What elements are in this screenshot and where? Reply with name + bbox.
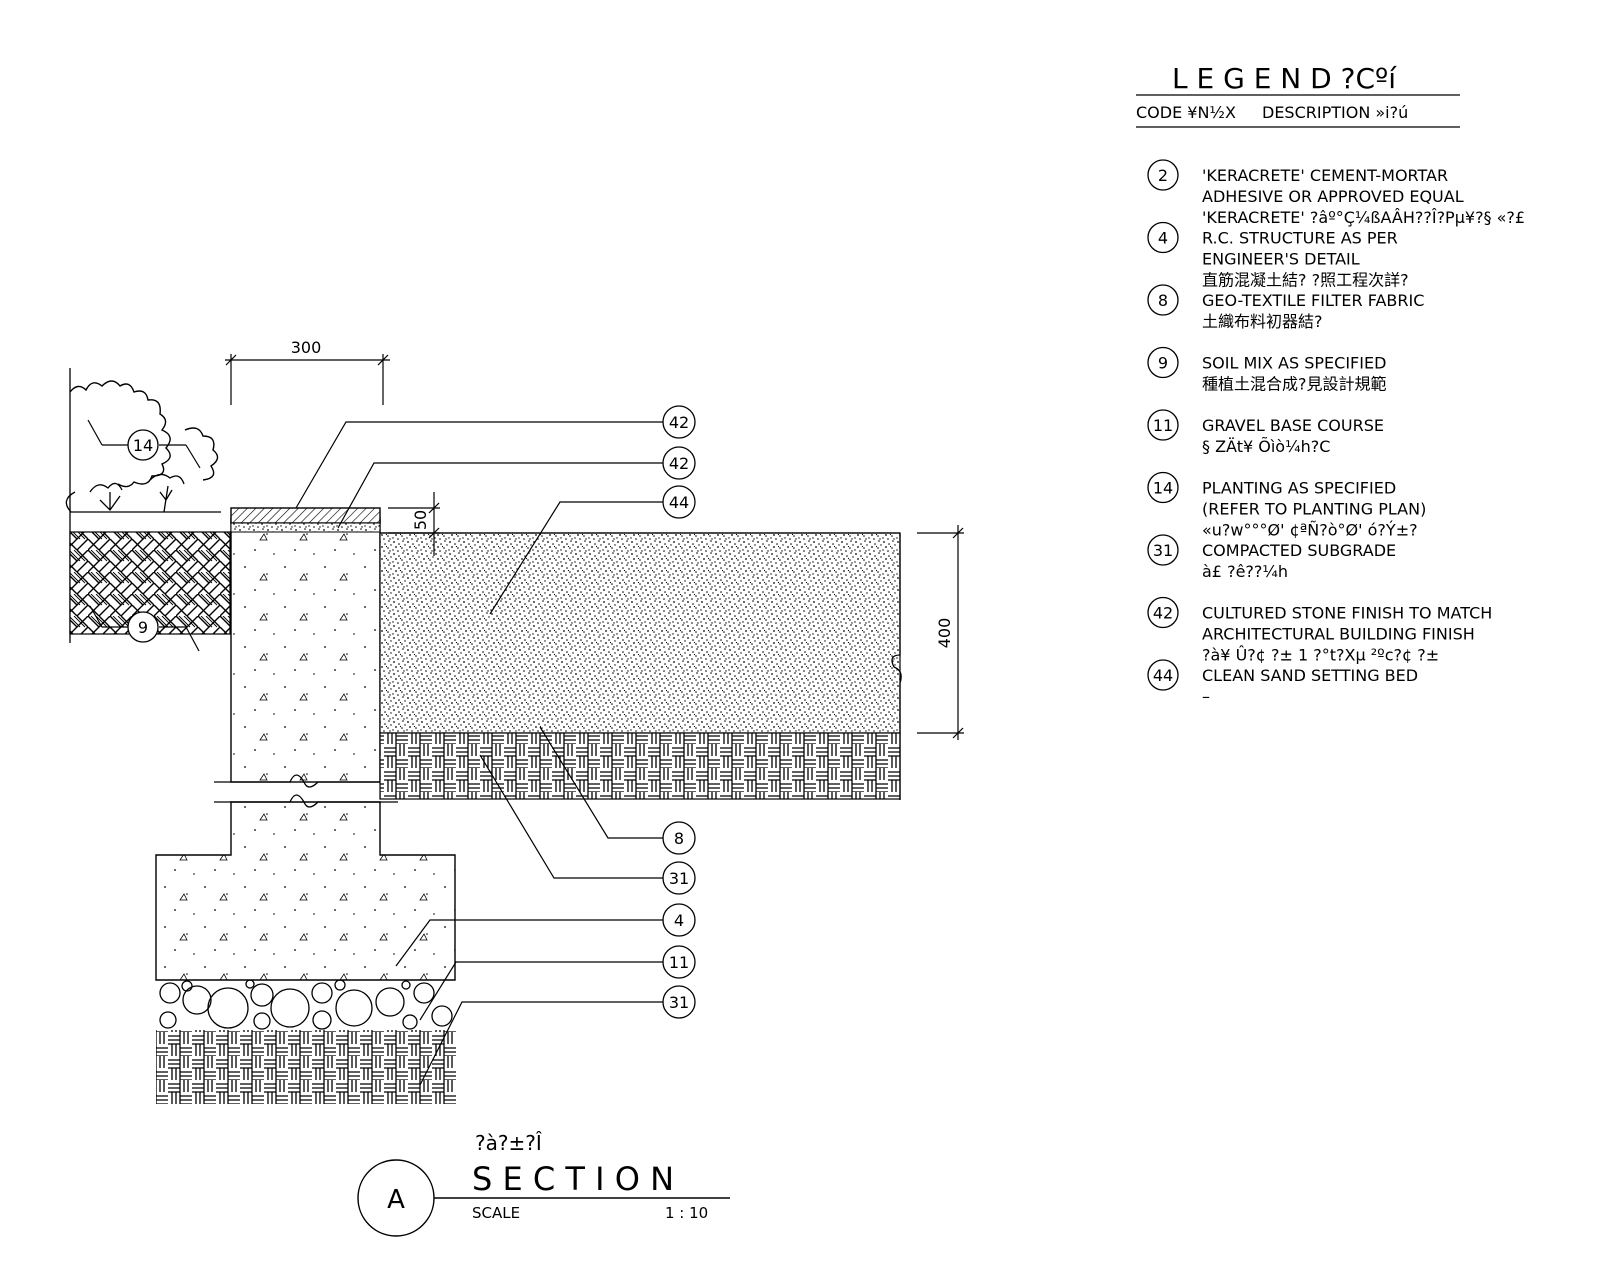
legend-code-bubble <box>1147 221 1179 254</box>
sand-setting-bed <box>379 532 902 800</box>
legend-code: 14 <box>1153 479 1173 498</box>
legend-description-line: GEO-TEXTILE FILTER FABRIC <box>1202 291 1424 310</box>
scale-value: 1 : 10 <box>665 1204 708 1222</box>
dimension-300 <box>225 354 390 405</box>
legend-code: 11 <box>1153 416 1173 435</box>
legend-description-line: à£ ?ê??¼h <box>1202 562 1288 581</box>
dimension-50-label: 50 <box>411 510 430 530</box>
section-marker-letter: A <box>387 1185 405 1215</box>
legend-items: 2 'KERACRETE' CEMENT-MORTAR ADHESIVE OR AP… <box>1147 159 1525 706</box>
legend-code-bubble <box>1147 596 1179 629</box>
legend-description-line: 土織布料初器結? <box>1202 312 1323 331</box>
legend-item-31: 31 COMPACTED SUBGRADE à£ ?ê??¼h <box>1147 534 1396 581</box>
legend-description-line: GRAVEL BASE COURSE <box>1202 416 1384 435</box>
legend-description-line: CULTURED STONE FINISH TO MATCH <box>1202 604 1492 623</box>
callout-31-a: 31 <box>662 861 696 895</box>
legend-code-bubble <box>1147 409 1179 441</box>
gravel-base <box>156 979 456 1030</box>
legend-item-2: 2 'KERACRETE' CEMENT-MORTAR ADHESIVE OR AP… <box>1147 159 1525 227</box>
legend-code: 9 <box>1158 354 1168 373</box>
legend-description-line: – <box>1202 687 1210 706</box>
svg-text:42: 42 <box>669 413 689 432</box>
legend-code-bubble <box>1147 346 1179 379</box>
callout-11: 11 <box>662 945 696 979</box>
rc-structure <box>155 507 456 981</box>
legend-description-line: ?à¥ Û?¢ ?± 1 ?°t?Xµ ²ºc?¢ ?± <box>1202 646 1439 665</box>
legend-item-9: 9 SOIL MIX AS SPECIFIED 種植土混合成?見設計規範 <box>1147 346 1387 394</box>
scale-label: SCALE <box>472 1204 520 1222</box>
svg-text:14: 14 <box>133 436 153 455</box>
legend-code-header: CODE ¥N½X <box>1136 103 1236 122</box>
legend-item-14: 14 PLANTING AS SPECIFIED (REFER TO PLANTIN… <box>1147 471 1426 540</box>
callout-31-b: 31 <box>662 985 696 1019</box>
legend-description-line: «u?w°°°Ø' ¢ªÑ?ò°Ø' ó?Ý±? <box>1202 521 1418 540</box>
legend-description-line: CLEAN SAND SETTING BED <box>1202 666 1418 685</box>
dimension-400 <box>917 525 964 740</box>
svg-text:31: 31 <box>669 869 689 888</box>
legend-code-bubble <box>1147 159 1179 191</box>
dimension-300-label: 300 <box>291 338 322 357</box>
callout-leaders <box>295 421 663 1086</box>
callout-8: 8 <box>662 821 696 855</box>
legend-item-11: 11 GRAVEL BASE COURSE § ZÄt¥ Õìò¼h?C <box>1147 409 1384 456</box>
legend-description-line: ENGINEER'S DETAIL <box>1202 250 1360 269</box>
svg-text:31: 31 <box>669 993 689 1012</box>
legend-description-line: 'KERACRETE' ?âº°Ç¼ßAÂH??Î?Pµ¥?§ «?£ <box>1202 208 1525 227</box>
legend-description-header: DESCRIPTION »i?ú <box>1262 103 1408 122</box>
legend-description-line: R.C. STRUCTURE AS PER <box>1202 229 1398 248</box>
legend-code-bubble <box>1147 471 1179 504</box>
legend-item-4: 4 R.C. STRUCTURE AS PER ENGINEER'S DETAIL 直… <box>1147 221 1409 290</box>
legend-code: 4 <box>1158 229 1168 248</box>
legend-code: 42 <box>1153 604 1173 623</box>
callout-42-b: 42 <box>662 446 696 480</box>
svg-text:42: 42 <box>669 454 689 473</box>
callout-42-a: 42 <box>662 405 696 439</box>
legend-description-line: (REFER TO PLANTING PLAN) <box>1202 500 1426 519</box>
legend-description-line: § ZÄt¥ Õìò¼h?C <box>1202 437 1330 456</box>
subgrade-under-footing <box>156 1030 456 1104</box>
legend-code-bubble <box>1147 659 1179 691</box>
legend-description-line: 直筋混凝土結? ?照工程次詳? <box>1202 271 1409 290</box>
legend-description-line: SOIL MIX AS SPECIFIED <box>1202 354 1386 373</box>
legend-description-line: 'KERACRETE' CEMENT-MORTAR <box>1202 166 1448 185</box>
svg-text:44: 44 <box>669 493 689 512</box>
legend-code: 2 <box>1158 166 1168 185</box>
planting-area <box>65 368 231 652</box>
legend-item-42: 42 CULTURED STONE FINISH TO MATCH ARCHITEC… <box>1147 596 1492 665</box>
legend-title: L E G E N D ?Cºí <box>1172 62 1397 95</box>
tag-14: 14 <box>127 429 159 461</box>
section-title: S E C T I O N <box>472 1160 674 1198</box>
legend-item-8: 8 GEO-TEXTILE FILTER FABRIC 土織布料初器結? <box>1147 284 1424 331</box>
section-title-alt: ?à?±?Î <box>475 1131 542 1155</box>
legend-code: 44 <box>1153 666 1173 685</box>
dimension-50 <box>388 492 440 556</box>
legend-item-44: 44 CLEAN SAND SETTING BED – <box>1147 659 1418 706</box>
legend-code: 8 <box>1158 291 1168 310</box>
legend-description-line: COMPACTED SUBGRADE <box>1202 541 1396 560</box>
legend-code-bubble <box>1147 534 1179 566</box>
svg-text:11: 11 <box>669 953 689 972</box>
legend-code-bubble <box>1147 284 1179 316</box>
callout-4: 4 <box>662 903 696 937</box>
legend-code: 31 <box>1153 541 1173 560</box>
svg-text:8: 8 <box>674 829 684 848</box>
dimension-400-label: 400 <box>935 618 954 649</box>
subgrade-right <box>379 732 901 800</box>
legend-description-line: 種植土混合成?見設計規範 <box>1202 375 1387 394</box>
callout-44: 44 <box>662 485 696 519</box>
svg-text:4: 4 <box>674 911 684 930</box>
legend: L E G E N D ?Cºí CODE ¥N½X DESCRIPTION »… <box>1136 62 1525 706</box>
legend-description-line: ADHESIVE OR APPROVED EQUAL <box>1202 187 1464 206</box>
legend-description-line: PLANTING AS SPECIFIED <box>1202 479 1396 498</box>
svg-text:9: 9 <box>138 618 148 637</box>
tag-9: 9 <box>127 611 159 643</box>
legend-description-line: ARCHITECTURAL BUILDING FINISH <box>1202 625 1475 644</box>
section-title-block: A ?à?±?Î S E C T I O N SCALE 1 : 10 <box>357 1131 730 1237</box>
